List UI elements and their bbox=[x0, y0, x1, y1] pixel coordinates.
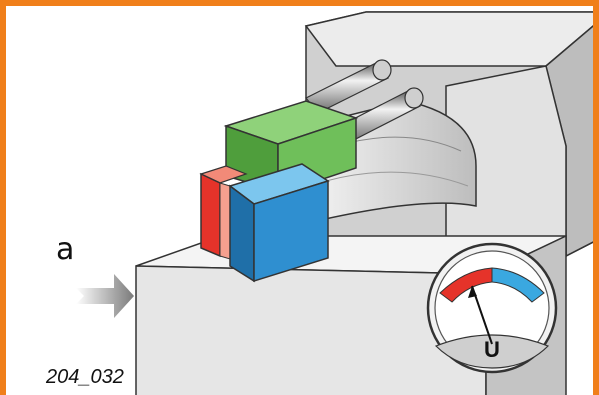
acceleration-label: a bbox=[56, 232, 74, 267]
figure-id: 204_032 bbox=[46, 366, 124, 389]
voltage-label: U bbox=[480, 337, 504, 363]
acceleration-arrow bbox=[76, 274, 134, 318]
sensor-illustration bbox=[6, 6, 599, 395]
